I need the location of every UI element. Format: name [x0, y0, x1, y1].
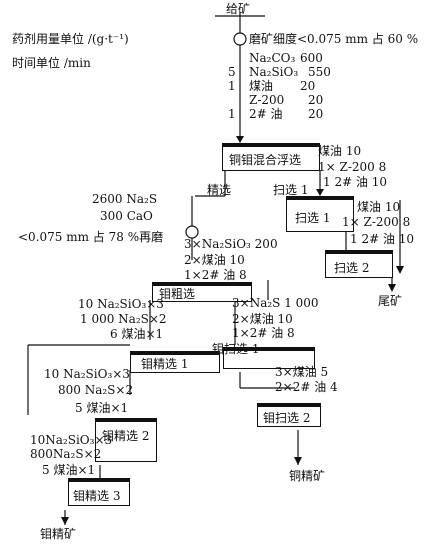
- box-scavenging-2-label: 扫选 2: [334, 261, 370, 275]
- regrind-cao: 300 CaO: [100, 209, 153, 223]
- rough-reagent-1: 3×Na₂SiO₃ 200: [184, 237, 278, 251]
- mixed-reagent-3: 1 2# 油 10: [323, 175, 388, 189]
- top-reagent-4: Z-200: [249, 93, 285, 107]
- clean2-reagent-3: 5 煤油×1: [75, 401, 129, 415]
- regrind-na2s: 2600 Na₂S: [92, 192, 158, 206]
- top-reagent-5: 2# 油: [249, 107, 283, 121]
- box-mo-rough: 钼粗选: [152, 282, 252, 302]
- mo-scav1-reagent-3: 1×2# 油 8: [232, 326, 295, 340]
- feed-label: 给矿: [226, 2, 251, 16]
- scavenge-label: 扫选 1: [273, 183, 309, 197]
- box-mo-scav-2-label: 钼扫选 2: [263, 411, 311, 425]
- clean2-reagent-1: 10 Na₂SiO₃×3: [44, 367, 130, 381]
- box-scavenging-1-label: 扫选 1: [295, 211, 331, 225]
- top-reagent-1: Na₂CO₃: [249, 51, 296, 65]
- cu-concentrate-label: 铜精矿: [289, 469, 326, 483]
- clean3-reagent-2: 800Na₂S×2: [30, 447, 102, 461]
- box-mo-clean-2: 钼精选 2: [95, 418, 157, 462]
- mo-scav1-reagent-2: 2×煤油 10: [232, 312, 293, 326]
- box-mo-clean-1-label: 钼精选 1: [141, 357, 189, 371]
- reagent-unit-label: 药剂用量单位 /(g·t⁻¹): [12, 32, 129, 46]
- scav-reagent-1: 煤油 10: [357, 200, 401, 214]
- box-mo-scav-1: 钼扫选 1: [212, 343, 315, 369]
- box-mo-rough-label: 钼粗选: [159, 287, 196, 301]
- top-reagent-dose-5: 20: [308, 107, 324, 121]
- box-mixed-flotation-label: 铜钼混合浮选: [229, 153, 302, 167]
- mo-scav2-reagent-1: 3×煤油 5: [275, 365, 329, 379]
- regrind-fineness: <0.075 mm 占 78 %再磨: [18, 230, 164, 244]
- scav-reagent-3: 1 2# 油 10: [350, 232, 415, 246]
- box-mo-clean-3-label: 钼精选 3: [73, 489, 121, 503]
- tail-label: 尾矿: [378, 294, 403, 308]
- box-mo-clean-1: 钼精选 1: [130, 351, 220, 373]
- box-mo-clean-3: 钼精选 3: [68, 478, 130, 506]
- top-reagent-time-5: 1: [228, 107, 236, 121]
- concentrate-label: 精选: [207, 183, 232, 197]
- top-reagent-dose-1: 600: [300, 51, 323, 65]
- top-reagent-dose-4: 20: [308, 93, 324, 107]
- mo-concentrate-label: 钼精矿: [40, 527, 77, 541]
- box-scavenging-2: 扫选 2: [325, 250, 393, 278]
- box-mo-scav-2: 钼扫选 2: [257, 403, 321, 427]
- top-reagent-3: 煤油: [249, 79, 274, 93]
- top-reagent-dose-3: 20: [300, 79, 316, 93]
- clean2-reagent-2: 800 Na₂S×2: [58, 383, 134, 397]
- top-reagent-2: Na₂SiO₃: [249, 65, 299, 79]
- grinding-fineness: 磨矿细度<0.075 mm 占 60 %: [249, 32, 419, 46]
- clean1-reagent-2: 1 000 Na₂S×2: [80, 312, 167, 326]
- clean3-reagent-1: 10Na₂SiO₃×3: [30, 433, 113, 447]
- mo-scav2-reagent-2: 2×2# 油 4: [275, 380, 338, 394]
- rough-reagent-2: 2×煤油 10: [184, 253, 245, 267]
- box-scavenging-1: 扫选 1: [286, 196, 354, 232]
- rough-reagent-3: 1×2# 油 8: [184, 268, 247, 282]
- mixed-reagent-1: 煤油 10: [318, 144, 362, 158]
- top-reagent-time-2: 5: [228, 65, 236, 79]
- box-mo-clean-2-label: 钼精选 2: [102, 429, 150, 443]
- clean3-reagent-3: 5 煤油×1: [42, 463, 96, 477]
- scav-reagent-2: 1× Z-200 8: [342, 215, 411, 229]
- box-mixed-flotation: 铜钼混合浮选: [222, 143, 320, 171]
- clean1-reagent-3: 6 煤油×1: [110, 327, 164, 341]
- top-reagent-dose-2: 550: [308, 65, 331, 79]
- mixed-reagent-2: 1× Z-200 8: [318, 160, 387, 174]
- clean1-reagent-1: 10 Na₂SiO₃×3: [78, 297, 164, 311]
- mo-scav1-reagent-1: 3×Na₂S 1 000: [232, 296, 319, 310]
- top-reagent-time-3: 1: [228, 79, 236, 93]
- time-unit-label: 时间单位 /min: [12, 56, 91, 70]
- box-mo-scav-1-label: 钼扫选 1: [212, 342, 260, 356]
